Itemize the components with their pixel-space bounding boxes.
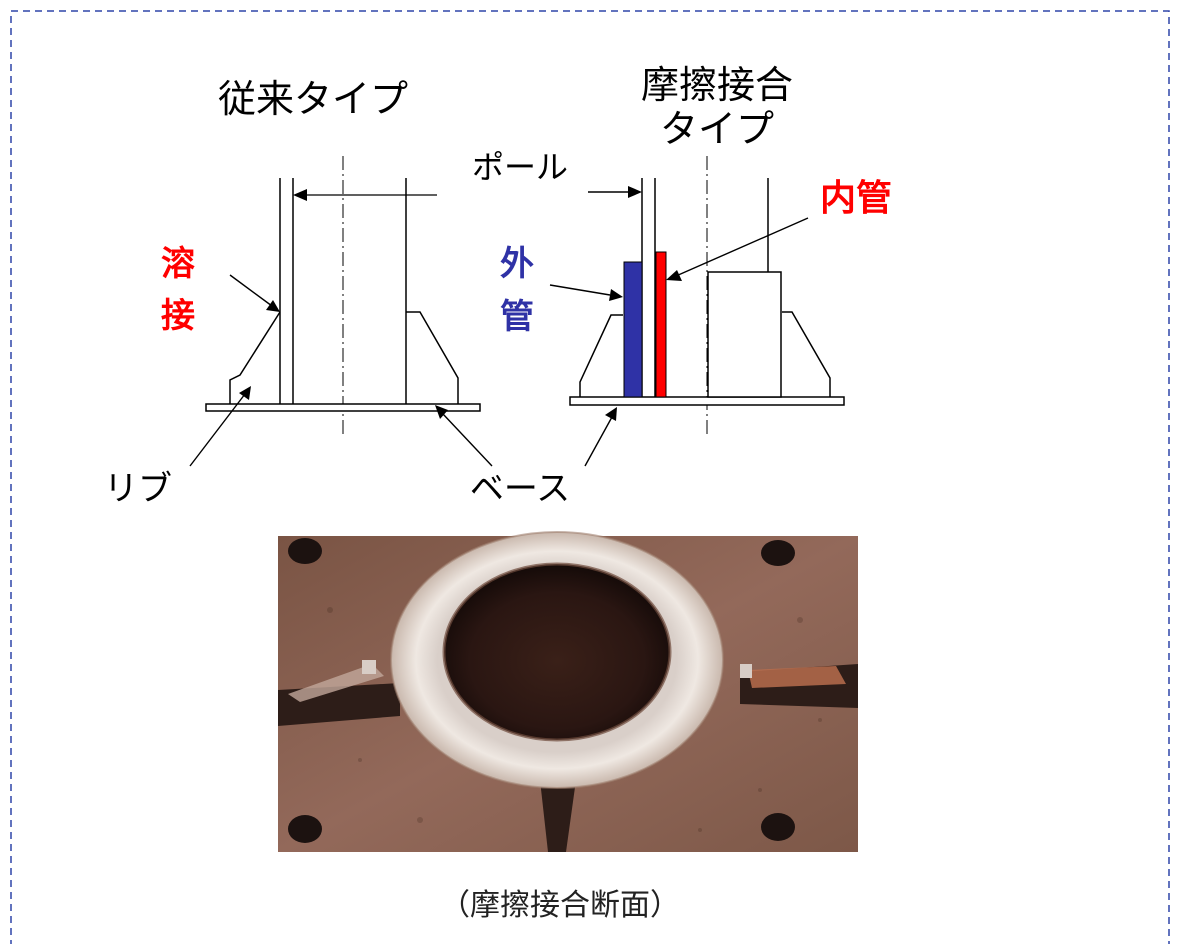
friction-title-line2: タイプ (660, 107, 774, 151)
inner-arrow (666, 217, 809, 281)
dashed-frame (10, 10, 1170, 948)
pole-label: ポール (472, 148, 568, 186)
base-arrow-left (584, 407, 617, 467)
conventional-title: 従来タイプ (218, 77, 408, 121)
weld-label-top: 溶 (161, 244, 195, 284)
rib-label: リブ (104, 469, 172, 509)
base-arrow-right (435, 405, 493, 467)
outer-label-bottom: 管 (500, 297, 534, 337)
base-label: ベース (470, 469, 570, 509)
outer-arrow (549, 284, 623, 301)
pole-arrow (588, 186, 642, 198)
weld-label-bottom: 接 (161, 296, 195, 336)
inner-label: 内管 (820, 178, 892, 219)
inner-pipe (655, 251, 667, 398)
outer-pipe (623, 261, 643, 398)
conventional-drawing (205, 156, 481, 436)
photo-caption: （摩擦接合断面） (440, 888, 680, 923)
weld-arrow (229, 274, 280, 312)
friction-title-line1: 摩擦接合 (641, 63, 793, 107)
outer-label-top: 外 (500, 244, 534, 284)
rib-arrow (189, 386, 251, 467)
friction-joint-photo (278, 531, 858, 852)
